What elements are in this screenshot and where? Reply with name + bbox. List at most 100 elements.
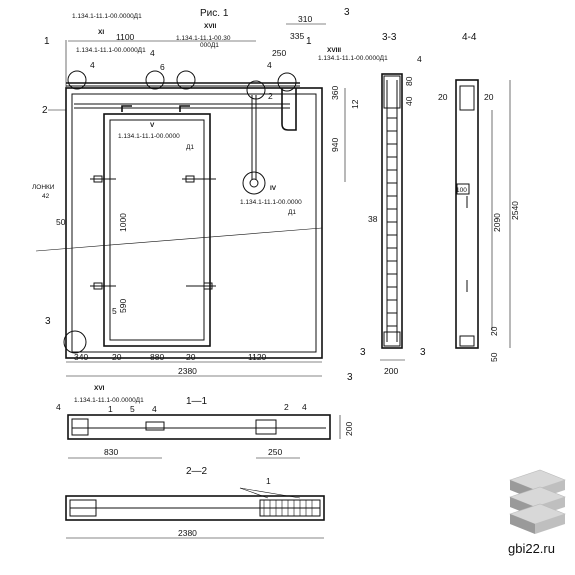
detail-circle-6 [145, 70, 165, 90]
panel-inner-edge [71, 93, 317, 353]
dim-200b: 200 [344, 422, 354, 436]
dim-2540: 2540 [510, 201, 520, 220]
detail-circle-xi [67, 70, 87, 90]
dim-2380b: 2380 [178, 528, 197, 538]
marker-6: 6 [160, 62, 165, 72]
dim-2380: 2380 [178, 366, 197, 376]
callout-v-ref: 1.134.1-11.1-00.0000 [118, 133, 180, 140]
callout-xvii-roman: XVII [204, 23, 216, 30]
dim-880: 880 [150, 352, 164, 362]
dim-830: 830 [104, 447, 118, 457]
bracket-left [121, 105, 132, 112]
callout-xviii-roman: XVIII [327, 47, 341, 54]
section-4-4-title: 4-4 [462, 32, 477, 43]
cut-mark-3c: 3 [347, 372, 353, 383]
cut-mark-3a: 3 [344, 7, 350, 18]
main-elevation [35, 40, 323, 359]
section-4-4 [455, 79, 511, 349]
dim-1000: 1000 [118, 213, 128, 232]
callout-v-ref2: Д1 [186, 144, 194, 151]
section-2-2-stirrups [263, 500, 313, 516]
marker-5: 5 [112, 306, 117, 316]
section-4-4-bottom-block [459, 335, 475, 347]
cut-mark-3b: 3 [45, 316, 51, 327]
section-2-2-title: 2—2 [186, 466, 208, 477]
dim-250b: 250 [268, 447, 282, 457]
dim-590: 590 [118, 299, 128, 313]
figure-title: Рис. 1 [200, 8, 229, 19]
slant-line [35, 227, 323, 252]
marker-4: 4 [90, 60, 95, 70]
cut-mark-3e: 3 [420, 347, 426, 358]
section-2-2-leader-2 [239, 487, 301, 499]
dim-50: 50 [56, 217, 66, 227]
detail-circle-4 [246, 80, 266, 100]
dim-12: 12 [350, 99, 360, 109]
callout-xviii-ref: 1.134.1-11.1-00.0000Д1 [318, 55, 388, 62]
dim-50b: 50 [489, 352, 499, 362]
leader-label-2: 42 [42, 193, 50, 200]
marker-1-s22: 1 [266, 476, 271, 486]
dim-1120: 1120 [248, 352, 267, 362]
dim-20e: 20 [489, 326, 499, 336]
dim-20b: 20 [186, 352, 196, 362]
hook-right [281, 88, 297, 131]
callout-xi-ref: 1.134.1-11.1-00.0000Д1 [72, 13, 142, 20]
marker-5-s11: 5 [130, 404, 135, 414]
cut-mark-3d: 3 [360, 347, 366, 358]
detail-circle-xvii [176, 70, 196, 90]
dim-310: 310 [298, 14, 312, 24]
section-2-2-outline [65, 495, 325, 521]
callout-xi-roman: XI [98, 29, 104, 36]
dim-250: 250 [272, 48, 286, 58]
callout-iv-ref: 1.134.1-11.1-00.0000 [240, 199, 302, 206]
dim-20a: 20 [112, 352, 122, 362]
section-3-3 [380, 73, 405, 361]
marker-4-right: 4 [267, 60, 272, 70]
leader-label-1: ЛОНКИ [32, 184, 55, 191]
dim-200-3-3: 200 [384, 366, 398, 376]
door-opening [103, 113, 211, 347]
section-3-3-ladder [387, 117, 397, 327]
section-4-4-top-block [459, 85, 475, 111]
section-2-2 [65, 487, 325, 539]
cut-mark-1b: 1 [306, 36, 312, 47]
callout-top-left-ref: 1.134.1-11.1-00.0000Д1 [76, 47, 146, 54]
dim-38: 38 [368, 214, 378, 224]
section-2-2-leader-1 [239, 487, 269, 499]
section-1-1-outline [67, 414, 331, 440]
panel-outline [65, 87, 323, 359]
callout-xvi-roman: XVI [94, 385, 105, 392]
callout-v-roman: V [150, 122, 155, 129]
detail-circle-xvi [63, 330, 87, 354]
callout-xvii-ref2: 000Д1 [200, 42, 219, 49]
marker-2-s11: 2 [284, 402, 289, 412]
section-1-1 [67, 414, 341, 459]
section-3-3-title: 3-3 [382, 32, 397, 43]
dim-20d: 20 [484, 92, 494, 102]
callout-xvi-ref: 1.134.1-11.1-00.0000Д1 [74, 397, 144, 404]
callout-iv-roman: IV [270, 185, 277, 192]
marker-4b-s11: 4 [152, 404, 157, 414]
cut-mark-2: 2 [42, 105, 48, 116]
marker-2: 2 [268, 91, 273, 101]
section-1-1-mid-block [145, 421, 165, 431]
dim-100: 100 [456, 187, 467, 194]
section-1-1-title: 1—1 [186, 396, 208, 407]
detail-circle-iv-inner [249, 178, 259, 188]
marker-1-s11: 1 [108, 404, 113, 414]
marker-4-top: 4 [150, 48, 155, 58]
section-3-3-bottom-block [383, 331, 401, 347]
detail-circle-iv [242, 171, 266, 195]
section-4-4-outline [455, 79, 479, 349]
door-opening-inner [109, 119, 205, 341]
detail-circle-xviii [277, 72, 297, 92]
section-1-1-right-block [255, 419, 277, 435]
section-3-3-outline [381, 73, 403, 349]
section-1-1-left-block [71, 418, 89, 436]
dim-20c: 20 [438, 92, 448, 102]
dim-2090: 2090 [492, 213, 502, 232]
dim-940: 940 [330, 138, 340, 152]
dim-80: 80 [404, 76, 414, 86]
